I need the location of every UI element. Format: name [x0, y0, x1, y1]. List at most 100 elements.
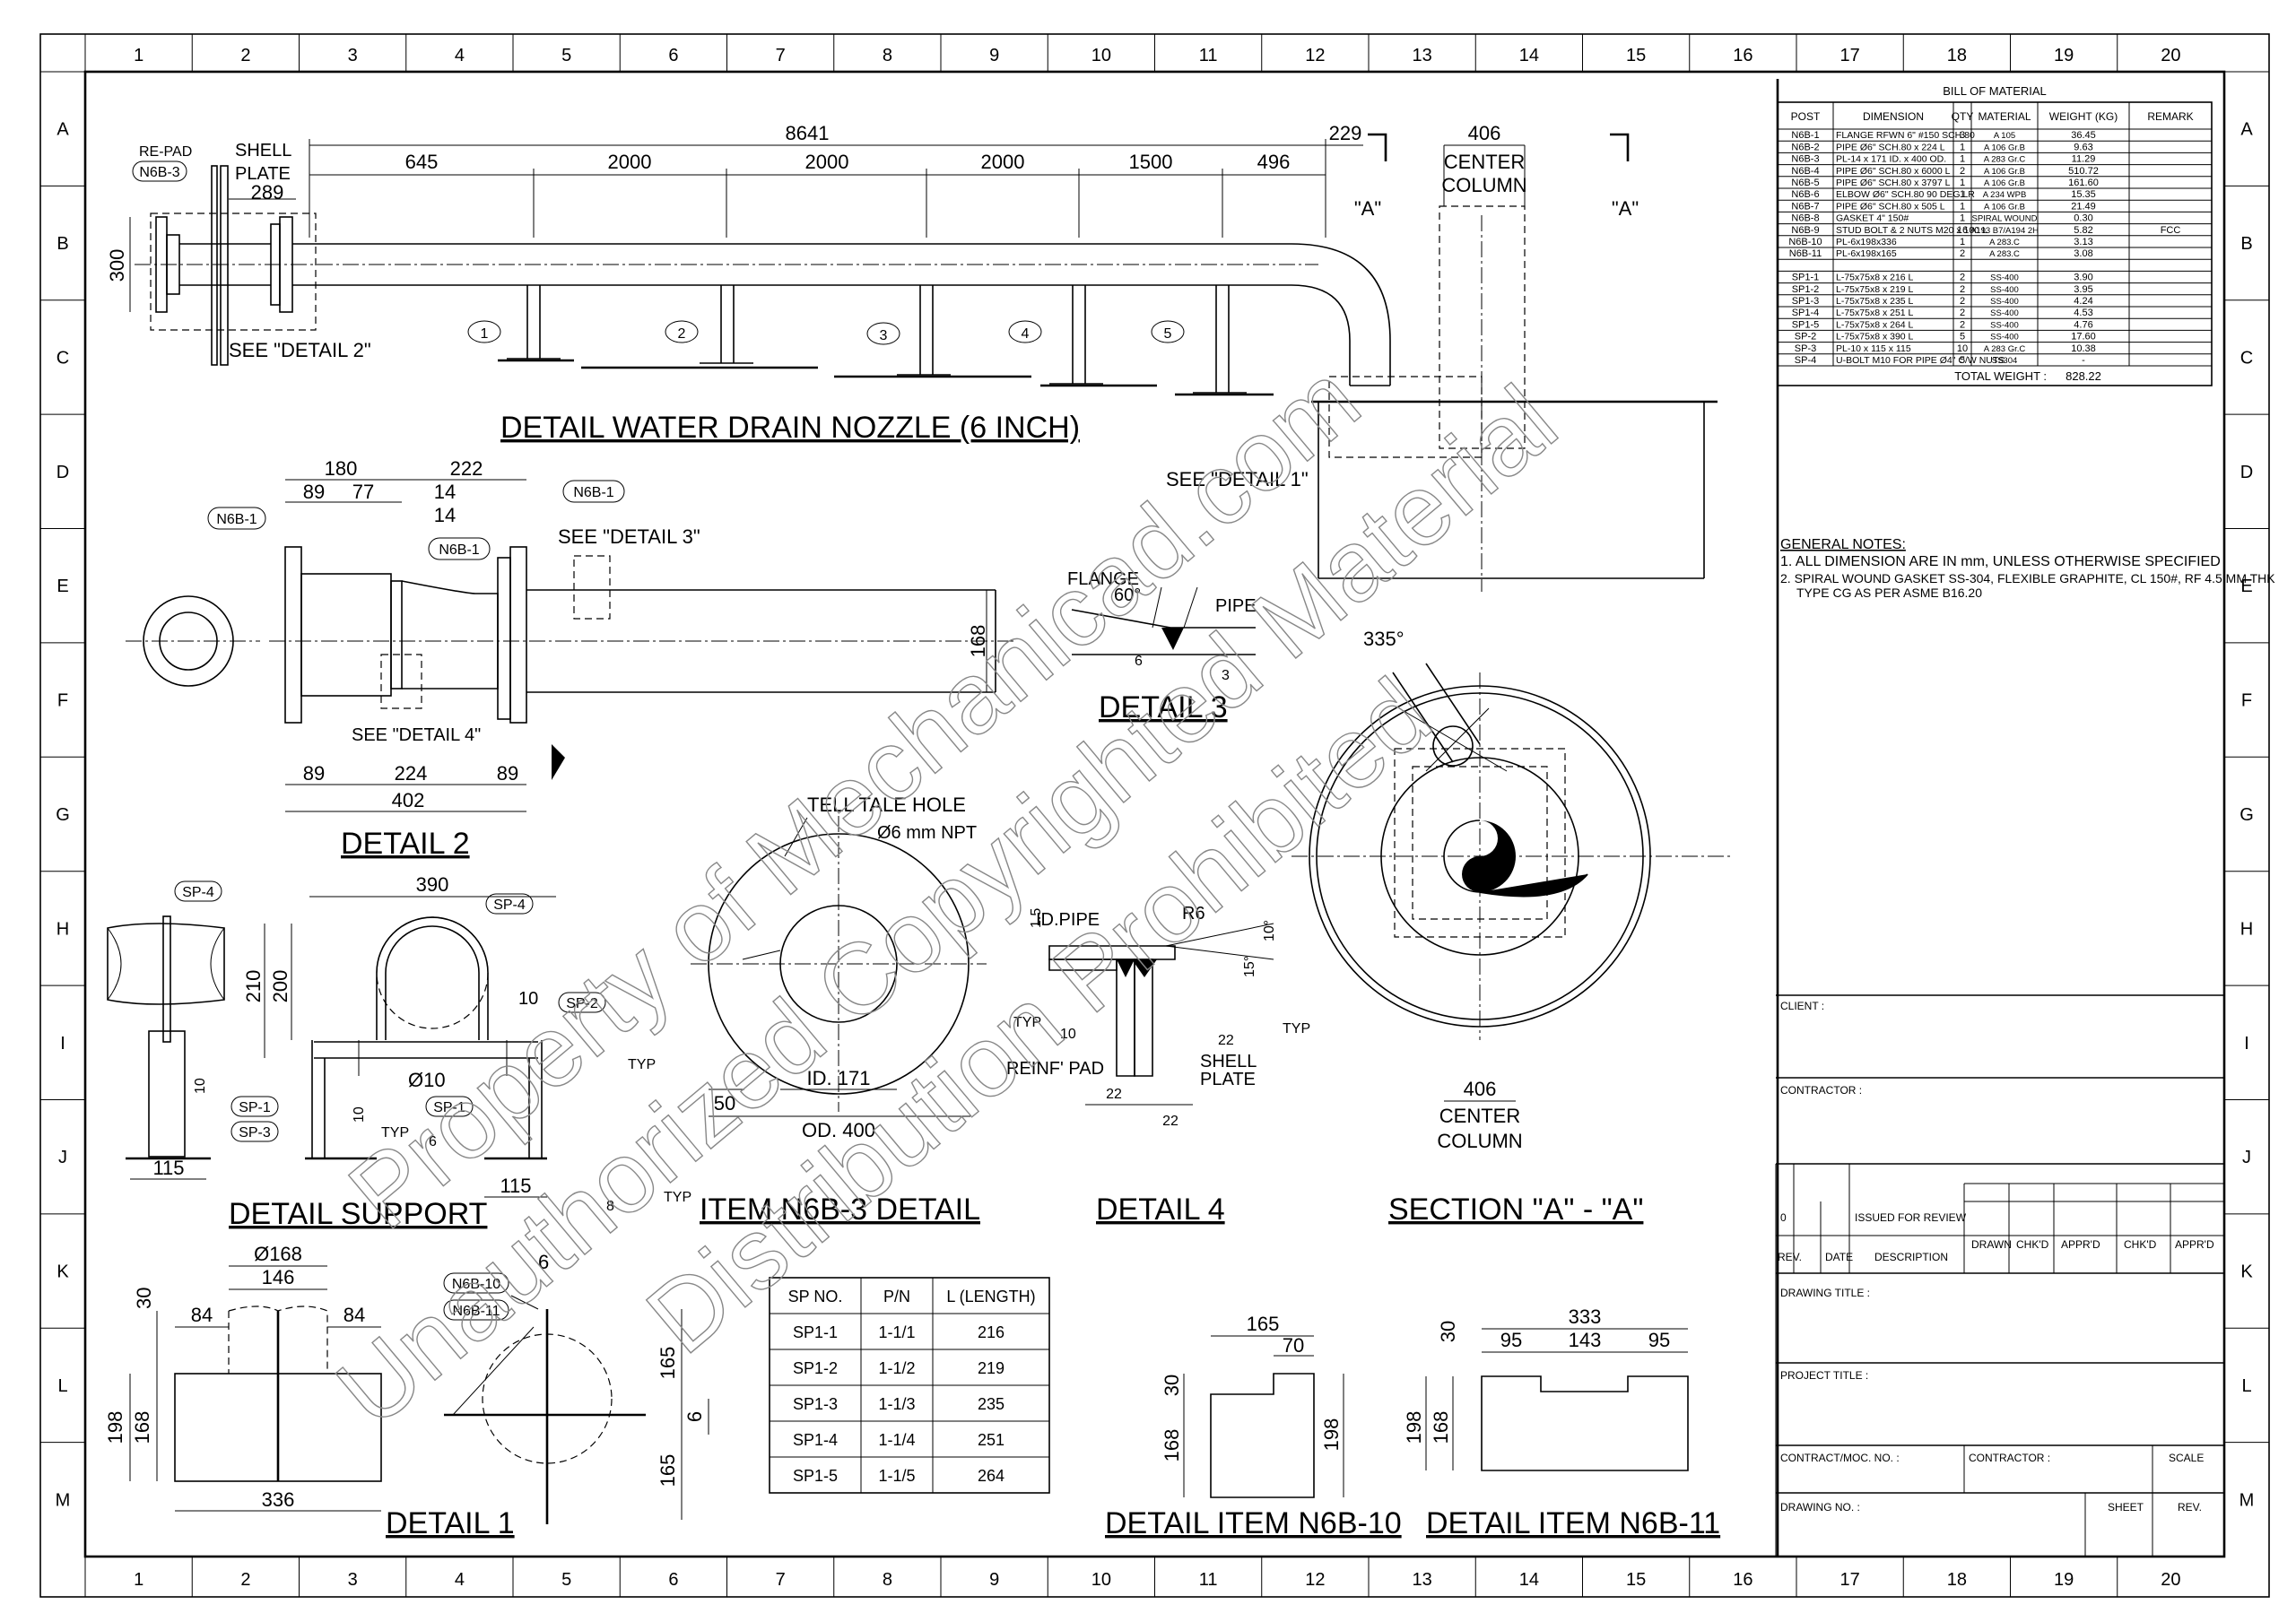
bom-cell: U-BOLT M10 FOR PIPE Ø4" C/W NUTS	[1836, 355, 2005, 366]
grid-col-label-bottom: 3	[348, 1570, 358, 1590]
dim-phi10: Ø10	[408, 1069, 446, 1091]
dim-3-d3: 3	[1222, 668, 1230, 683]
bom-cell: A 283 Gr.C	[1984, 344, 2026, 354]
balloon-2: 2	[678, 326, 686, 342]
dim-50: 50	[714, 1092, 735, 1115]
bom-cell: L-75x75x8 x 390 L	[1836, 332, 1914, 343]
grid-row-label-left: D	[57, 463, 69, 482]
grid-row-label-left: L	[57, 1376, 67, 1396]
bom-cell: 1	[1960, 201, 1965, 212]
bom-cell: L-75x75x8 x 219 L	[1836, 284, 1914, 295]
label-see-detail-2: SEE "DETAIL 2"	[229, 339, 371, 361]
grid-col-label-bottom: 12	[1305, 1570, 1325, 1590]
bom-cell: 5.82	[2074, 225, 2092, 236]
bom-cell: N6B-6	[1791, 189, 1819, 200]
dim-30-n10: 30	[1161, 1375, 1183, 1396]
label-typ-1: TYP	[1013, 1015, 1041, 1030]
title-support: DETAIL SUPPORT	[229, 1197, 487, 1231]
label-r6: R6	[1182, 904, 1205, 924]
sp-table-cell: 264	[978, 1467, 1004, 1485]
label-see-detail-1: SEE "DETAIL 1"	[1166, 468, 1309, 490]
sp-length-table: SP NO.SP1-1SP1-2SP1-3SP1-4SP1-5P/N1-1/11…	[769, 1277, 1050, 1494]
sp-table-cell: SP1-1	[793, 1323, 838, 1341]
bom-cell: N6B-4	[1791, 166, 1819, 177]
section-a-a-view: 335° 406 CENTER COLUMN SECTION "A" - "A"	[1292, 628, 1731, 1227]
weld-6-s: 6	[429, 1134, 437, 1149]
bom-cell: SPIRAL WOUND	[1971, 214, 2037, 224]
dim-165-n10: 165	[1247, 1313, 1280, 1335]
bom-cell: SP1-3	[1792, 296, 1820, 307]
bom-cell: 161.60	[2068, 178, 2099, 188]
grid-row-label-right: H	[2240, 919, 2253, 939]
title-detail-3: DETAIL 3	[1099, 690, 1228, 724]
label-plate-d4: PLATE	[1200, 1070, 1256, 1089]
bom-cell: L-75x75x8 x 216 L	[1836, 273, 1914, 283]
bom-cell: 9.63	[2074, 142, 2092, 152]
balloon-4: 4	[1022, 326, 1030, 342]
grid-col-label-bottom: 13	[1413, 1570, 1432, 1590]
balloon-3: 3	[880, 328, 888, 343]
bom-cell: PL-6x198x336	[1836, 237, 1897, 247]
bom-cell: PL-10 x 115 x 115	[1836, 343, 1911, 354]
grid-row-label-left: M	[56, 1490, 71, 1510]
tb-chkd-1: CHK'D	[2016, 1238, 2049, 1251]
bom-cell: SP1-1	[1792, 273, 1820, 283]
grid-col-label-top: 10	[1091, 46, 1111, 65]
bom-cell: A 106 Gr.B	[1984, 143, 2025, 152]
tb-scale: SCALE	[2169, 1452, 2204, 1464]
detail-n6b11-view: 333 95 143 95 30 168 198 DETAIL ITEM N6B…	[1403, 1305, 1720, 1540]
sp-table-cell: 1-1/3	[878, 1395, 915, 1413]
grid-row-label-left: F	[57, 691, 68, 711]
bill-of-material: BILL OF MATERIALPOSTN6B-1N6B-2N6B-3N6B-4…	[1776, 79, 2213, 1557]
bom-cell: A 283 Gr.C	[1984, 155, 2026, 165]
dim-146: 146	[262, 1266, 295, 1288]
sp-table-cell: SP1-3	[793, 1395, 838, 1413]
grid-reference-marks: 1122334455667788991010111112121313141415…	[40, 34, 2269, 1597]
dim-168-n11: 168	[1430, 1411, 1452, 1444]
bom-cell: A 106 Gr.B	[1984, 167, 2025, 177]
bom-cell: SS-400	[1990, 285, 2019, 295]
grid-col-label-bottom: 10	[1091, 1570, 1111, 1590]
angle-10: 10°	[1262, 920, 1277, 941]
dim-89-top: 89	[303, 481, 325, 503]
detail-4-view: ID.PIPE R6 1.5 10° 15° TYP TYP 10 22 REI…	[1006, 904, 1310, 1227]
label-column-sec: COLUMN	[1437, 1130, 1522, 1152]
tb-contractor-2: CONTRACTOR :	[1969, 1452, 2050, 1464]
grid-row-label-left: I	[60, 1034, 65, 1054]
title-detail-4: DETAIL 4	[1096, 1193, 1225, 1227]
grid-row-label-left: A	[57, 120, 69, 140]
dim-89-bl: 89	[303, 762, 325, 785]
detail-1-view: Ø168 146 84 84 30 198 168 336 N6B-10 N6B…	[104, 1243, 709, 1540]
bom-cell: 15.35	[2071, 189, 2096, 200]
bom-cell: 2	[1960, 248, 1965, 259]
sp-table-cell: 251	[978, 1431, 1004, 1449]
notes-title: GENERAL NOTES:	[1780, 537, 1906, 552]
bom-cell: 3.13	[2074, 237, 2092, 247]
title-section: SECTION "A" - "A"	[1388, 1193, 1643, 1227]
dim-span-1: 645	[405, 151, 439, 173]
tb-project-title: PROJECT TITLE :	[1780, 1369, 1868, 1382]
bom-cell: 2	[1960, 296, 1965, 307]
tag-sp1-a: SP-1	[239, 1100, 271, 1115]
bom-cell: SS-400	[1990, 297, 2019, 307]
bom-cell: A 105	[1994, 131, 2015, 141]
grid-col-label-bottom: 8	[883, 1570, 892, 1590]
grid-col-label-top: 11	[1199, 46, 1218, 65]
tb-apprd-2: APPR'D	[2175, 1238, 2214, 1251]
balloon-5: 5	[1164, 326, 1172, 342]
grid-col-label-top: 6	[668, 46, 678, 65]
bom-cell: N6B-11	[1789, 248, 1822, 259]
bom-header: MATERIAL	[1978, 110, 2031, 123]
bom-cell: PIPE Ø6" SCH.80 x 6000 L	[1836, 166, 1951, 177]
grid-col-label-bottom: 9	[989, 1570, 999, 1590]
dim-id-171: ID. 171	[807, 1067, 871, 1089]
grid-col-label-bottom: 15	[1626, 1570, 1646, 1590]
label-center-sec: CENTER	[1439, 1105, 1520, 1127]
tb-rev-0: 0	[1780, 1211, 1787, 1224]
dim-115-b: 115	[500, 1175, 531, 1197]
label-plate: PLATE	[235, 164, 291, 184]
dim-289: 289	[251, 181, 284, 204]
bom-cell: PIPE Ø6" SCH.80 x 505 L	[1836, 201, 1945, 212]
bom-cell: SP1-2	[1792, 284, 1820, 295]
